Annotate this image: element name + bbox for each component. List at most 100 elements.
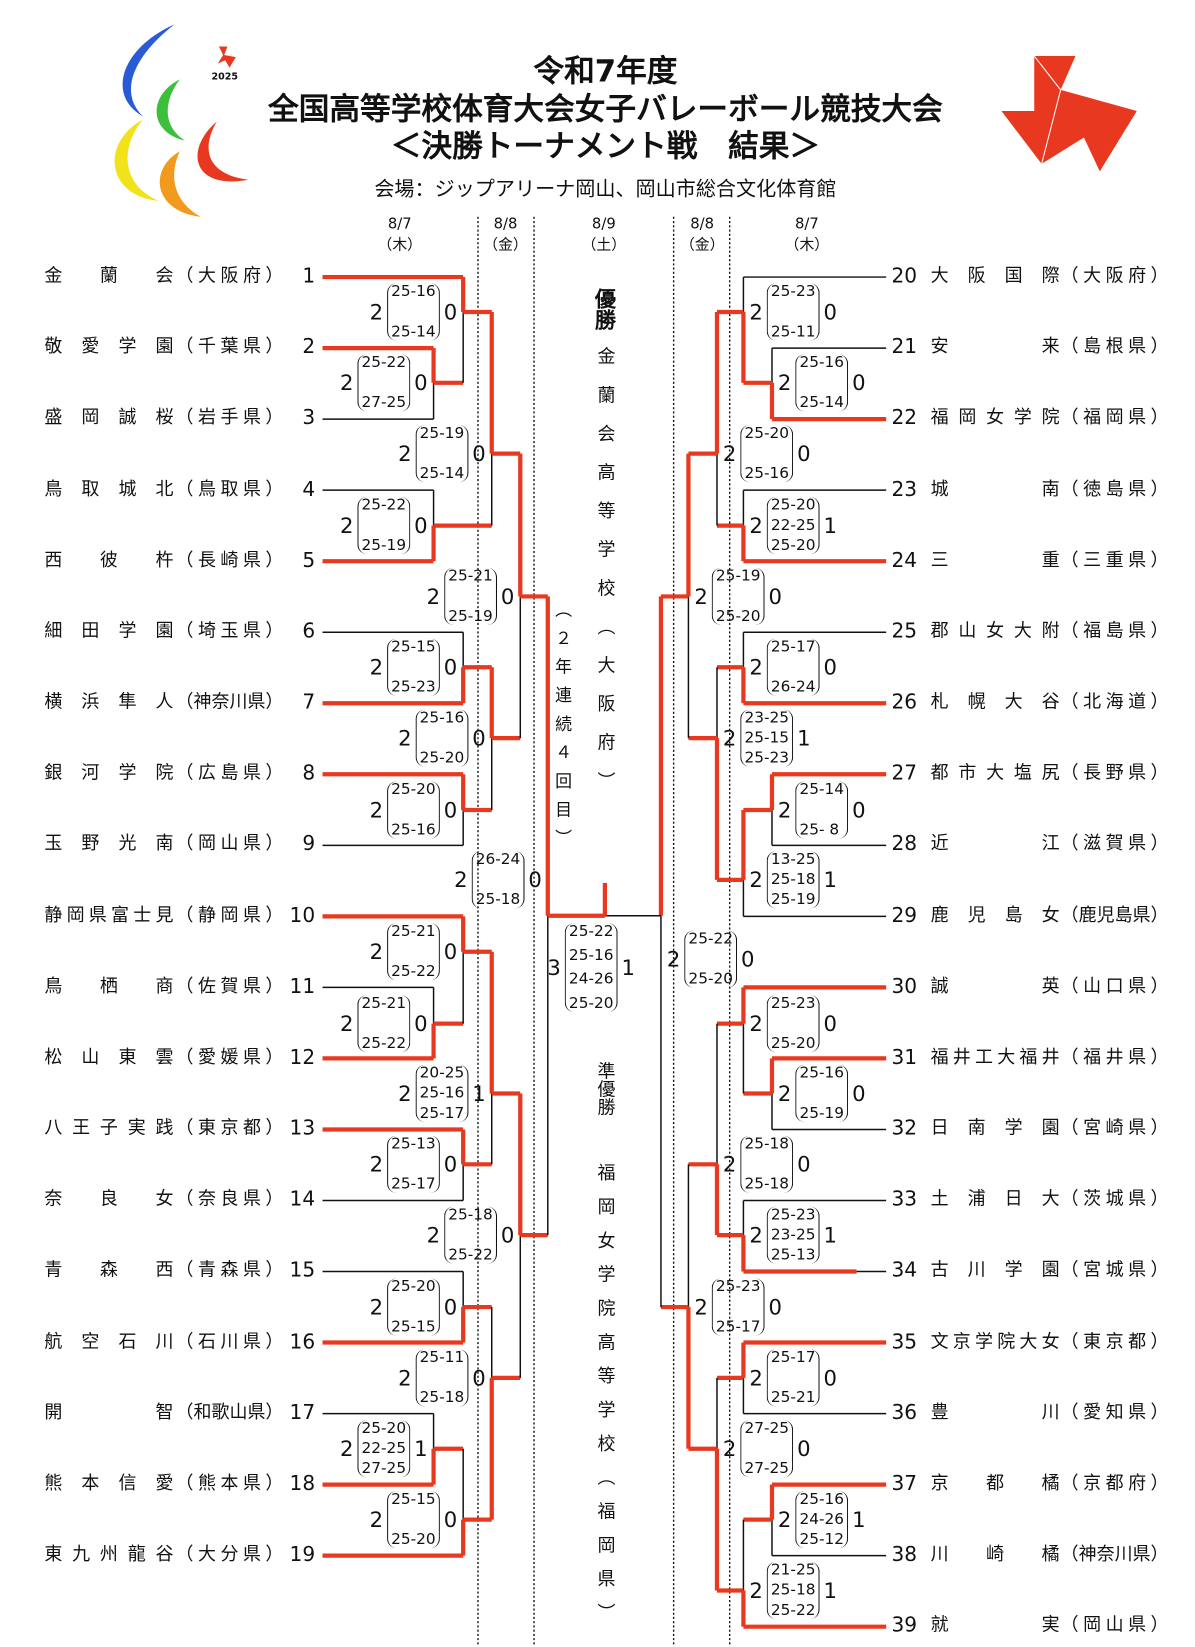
set-score: 25-23 (744, 749, 790, 767)
team-prefecture: （和歌山県） (175, 1401, 284, 1424)
sets-lost: 0 (443, 1151, 458, 1177)
date-label: 8/8 (493, 215, 518, 233)
set-score: 25-16 (391, 821, 436, 839)
sets-won: 2 (339, 1436, 354, 1462)
team-number: 30 (891, 974, 918, 998)
team-prefecture: （東京都） (175, 1117, 284, 1139)
team-prefecture: （大阪府） (175, 265, 284, 287)
team-number: 12 (289, 1045, 316, 1069)
team-prefecture: （愛媛県） (175, 1046, 284, 1068)
sets-lost: 0 (741, 946, 755, 972)
set-score: 25-16 (799, 1064, 845, 1082)
set-score: 25-17 (391, 1175, 436, 1193)
sets-won: 2 (426, 1222, 441, 1248)
runner-up-label: 準優勝 (593, 1061, 615, 1116)
sets-won: 2 (369, 299, 384, 325)
sets-won: 3 (547, 954, 561, 981)
sets-lost: 0 (443, 1294, 458, 1320)
set-score: 25-22 (770, 1602, 816, 1620)
set-score: 26-24 (475, 851, 521, 869)
set-score: 25-20 (770, 1035, 816, 1053)
set-score: 25-14 (419, 465, 465, 483)
team-name: 奈良女 (44, 1188, 174, 1210)
team-number: 28 (891, 832, 918, 856)
team-left-15: 青森西（青森県）15 (0, 1259, 317, 1282)
team-name: 城南 (930, 478, 1060, 500)
team-number: 17 (289, 1400, 316, 1425)
logo-year: 2025 (211, 71, 239, 83)
team-number: 3 (302, 406, 316, 430)
set-score: 25-22 (568, 923, 614, 941)
set-score: 25-12 (799, 1531, 845, 1549)
title-result: ＜決勝トーナメント戦 結果＞ (390, 127, 821, 164)
runner-up-school: 福岡女学院高等学校（福岡県） (593, 1163, 615, 1638)
set-score: 25-18 (448, 1206, 493, 1224)
team-name: 川崎橘 (930, 1543, 1060, 1566)
team-prefecture: （福島県） (1060, 620, 1169, 642)
sets-won: 2 (398, 725, 412, 751)
team-prefecture: （北海道） (1060, 691, 1169, 713)
sets-won: 2 (777, 1080, 792, 1107)
weekday-label: （土） (581, 236, 627, 254)
sets-won: 2 (749, 1577, 763, 1604)
sets-won: 2 (339, 1010, 354, 1037)
sets-lost: 1 (621, 954, 636, 981)
team-number: 35 (891, 1329, 918, 1354)
set-score: 25-16 (419, 709, 465, 727)
sets-won: 2 (694, 1294, 708, 1320)
set-score: 25-23 (770, 283, 816, 301)
set-score: 25-22 (361, 1035, 407, 1053)
team-prefecture: （鳥取県） (175, 478, 284, 500)
mascot-logo (1001, 55, 1137, 172)
team-prefecture: （長崎県） (175, 549, 284, 571)
team-name: 誠英 (930, 975, 1060, 997)
team-prefecture: （福井県） (1060, 1046, 1169, 1068)
team-left-9: 玉野光南（岡山県）9 (0, 833, 317, 856)
team-number: 27 (891, 761, 918, 785)
set-score: 25-22 (361, 354, 407, 372)
team-prefecture: （奈良県） (175, 1188, 284, 1210)
sets-lost: 0 (823, 299, 838, 325)
team-prefecture: （岡山県） (175, 833, 284, 855)
team-prefecture: （大阪府） (1060, 265, 1169, 287)
team-name: 八王子実践 (44, 1117, 174, 1139)
sets-lost: 0 (823, 1010, 838, 1037)
date-label: 8/8 (690, 215, 715, 233)
sets-won: 2 (398, 1365, 412, 1391)
team-name: 開智 (44, 1401, 174, 1424)
team-left-1: 金蘭会（大阪府）1 (0, 264, 317, 287)
team-number: 20 (891, 264, 918, 288)
weekday-label: （金） (483, 236, 528, 254)
sets-lost: 0 (443, 299, 458, 325)
team-prefecture: （京都府） (1060, 1472, 1169, 1495)
team-number: 6 (302, 619, 316, 643)
team-prefecture: （大分県） (175, 1543, 284, 1566)
date-header-0: 8/7（木） (368, 214, 431, 256)
